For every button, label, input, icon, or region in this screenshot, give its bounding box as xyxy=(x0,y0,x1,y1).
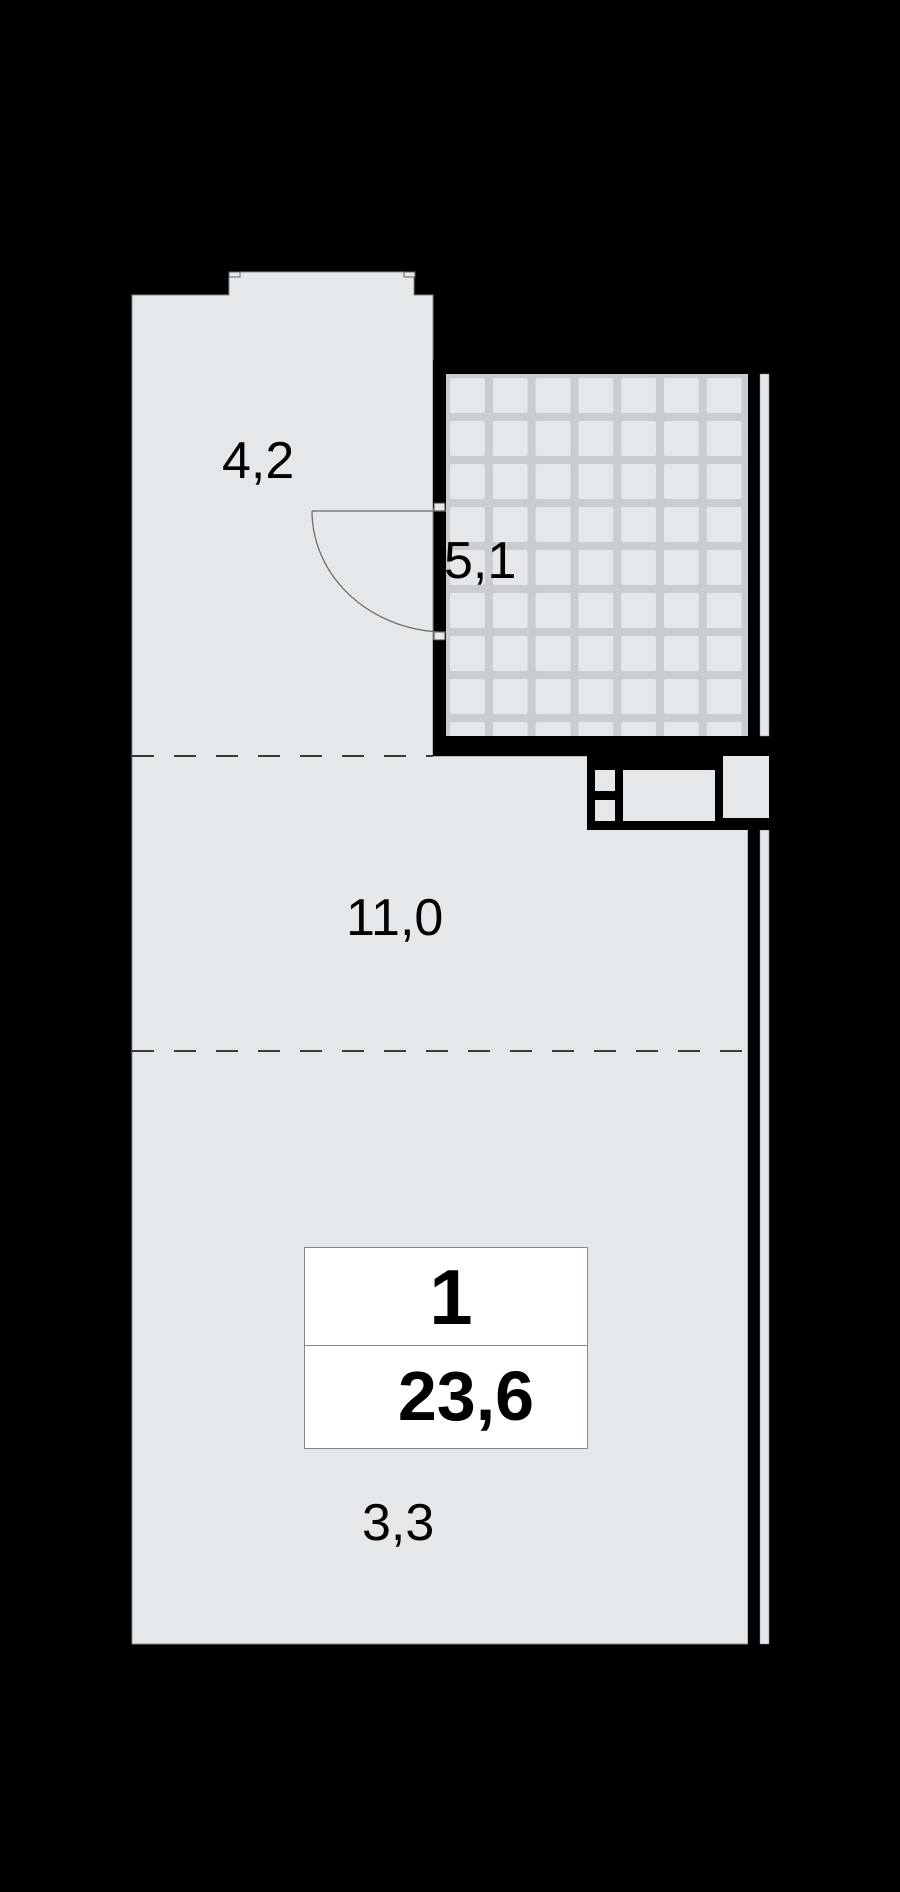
bathroom-door xyxy=(311,502,447,641)
room-area-hallway: 4,2 xyxy=(222,432,295,490)
bathroom-walls xyxy=(433,360,900,1645)
bathroom-floor xyxy=(446,374,748,736)
room-area-kitchen: 3,3 xyxy=(362,1494,435,1552)
room-area-living: 11,0 xyxy=(346,889,444,947)
apartment-number: 1 xyxy=(305,1248,587,1346)
ventilation-shaft xyxy=(587,756,769,830)
room-area-bathroom: 5,1 xyxy=(444,532,517,590)
floor-area xyxy=(131,271,749,1645)
apartment-label: 1 23,6 xyxy=(304,1247,588,1449)
apartment-total-area: 23,6 xyxy=(397,1357,535,1435)
